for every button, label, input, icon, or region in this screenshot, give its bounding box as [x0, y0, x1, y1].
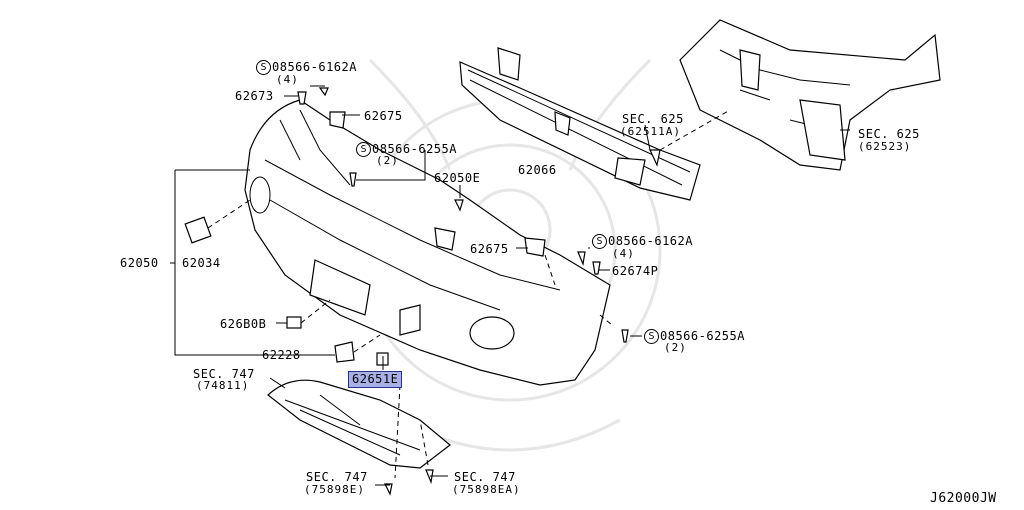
section-ref-sub: (62523): [858, 140, 912, 153]
standard-part-symbol: S: [356, 142, 371, 157]
section-ref-sub: (62511A): [620, 125, 681, 138]
part-number-62673[interactable]: 62673: [235, 89, 274, 103]
section-ref-sub: (75898EA): [452, 483, 521, 496]
part-number-62050[interactable]: 62050: [120, 256, 159, 270]
part-number-08566-6255A-right[interactable]: 08566-6255A: [660, 329, 745, 343]
part-number-08566-6162A-right[interactable]: 08566-6162A: [608, 234, 693, 248]
bumper-reinforcement: [459, 47, 701, 201]
part-qty: (2): [376, 154, 399, 167]
section-ref-625[interactable]: SEC. 625: [622, 112, 684, 126]
part-number-62228[interactable]: 62228: [262, 348, 301, 362]
part-number-626B0B[interactable]: 626B0B: [220, 317, 267, 331]
standard-part-symbol: S: [592, 234, 607, 249]
section-ref-625[interactable]: SEC. 625: [858, 127, 920, 141]
bumper-fascia: [244, 99, 611, 386]
part-number-62675[interactable]: 62675: [364, 109, 403, 123]
part-number-08566-6162A[interactable]: 08566-6162A: [272, 60, 357, 74]
section-ref-sub: (74811): [196, 379, 250, 392]
part-number-62675-right[interactable]: 62675: [470, 242, 509, 256]
part-number-62034[interactable]: 62034: [182, 256, 221, 270]
part-number-62050E[interactable]: 62050E: [434, 171, 481, 185]
part-qty: (4): [276, 73, 299, 86]
part-number-08566-6255A[interactable]: 08566-6255A: [372, 142, 457, 156]
section-ref-747[interactable]: SEC. 747: [306, 470, 368, 484]
core-support: [679, 19, 941, 171]
leader-lines: [170, 85, 850, 486]
section-ref-747[interactable]: SEC. 747: [454, 470, 516, 484]
section-ref-sub: (75898E): [304, 483, 365, 496]
standard-part-symbol: S: [256, 60, 271, 75]
diagram-code: J62000JW: [930, 491, 997, 506]
part-number-62674P[interactable]: 62674P: [612, 264, 659, 278]
standard-part-symbol: S: [644, 329, 659, 344]
part-qty: (4): [612, 247, 635, 260]
part-number-62066[interactable]: 62066: [518, 163, 557, 177]
undercover: [267, 379, 451, 469]
section-ref-747[interactable]: SEC. 747: [193, 367, 255, 381]
part-qty: (2): [664, 341, 687, 354]
part-number-62651E-highlighted[interactable]: 62651E: [348, 371, 403, 388]
